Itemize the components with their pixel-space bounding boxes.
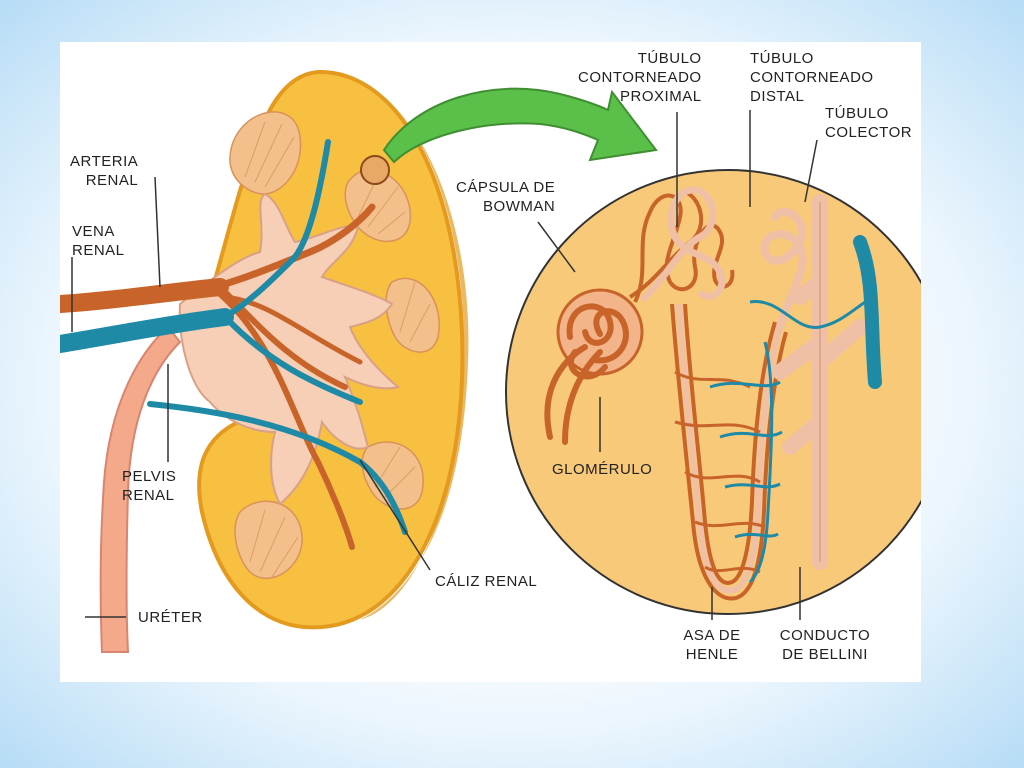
zoom-indicator xyxy=(360,155,390,185)
renal-vein xyxy=(60,139,408,535)
zoom-arrow xyxy=(382,87,658,164)
kidney xyxy=(60,69,469,653)
label-arteria-renal: ARTERIA RENAL xyxy=(70,153,139,189)
label-ureter: URÉTER xyxy=(138,609,203,626)
distal-tubule xyxy=(760,207,807,331)
label-tubulo-colector: TÚBULO COLECTOR xyxy=(825,105,913,141)
renal-artery xyxy=(60,203,376,550)
capillary-veins xyxy=(709,295,876,584)
label-conducto-bellini: CONDUCTO DE BELLINI xyxy=(779,627,871,663)
renal-pyramids xyxy=(229,111,440,579)
glomerulus xyxy=(544,303,629,445)
label-tubulo-distal: TÚBULO CONTORNEADO DISTAL xyxy=(750,50,874,105)
renal-pyramid xyxy=(361,441,424,510)
renal-pyramid xyxy=(229,111,302,195)
renal-pyramid xyxy=(234,500,303,579)
label-capsula-bowman: CÁPSULA DE BOWMAN xyxy=(456,179,556,215)
peritubular-capillaries xyxy=(674,370,766,574)
nephron-zoom xyxy=(505,169,921,615)
label-tubulo-proximal: TÚBULO CONTORNEADO PROXIMAL xyxy=(578,50,702,105)
label-pelvis-renal: PELVIS RENAL xyxy=(122,468,177,504)
label-leaders xyxy=(71,110,818,620)
label-caliz-renal: CÁLIZ RENAL xyxy=(435,573,538,590)
label-asa-henle: ASA DE HENLE xyxy=(683,627,741,663)
renal-pyramid xyxy=(385,277,440,353)
loop-of-henle xyxy=(670,303,788,601)
vein-branch xyxy=(853,235,882,389)
kidney-nephron-diagram xyxy=(60,69,921,653)
label-glomerulo: GLOMÉRULO xyxy=(552,461,653,478)
label-vena-renal: VENA RENAL xyxy=(72,223,125,259)
diagram-panel: ARTERIA RENAL VENA RENAL PELVIS RENAL UR… xyxy=(60,42,921,682)
ureter xyxy=(99,325,182,653)
